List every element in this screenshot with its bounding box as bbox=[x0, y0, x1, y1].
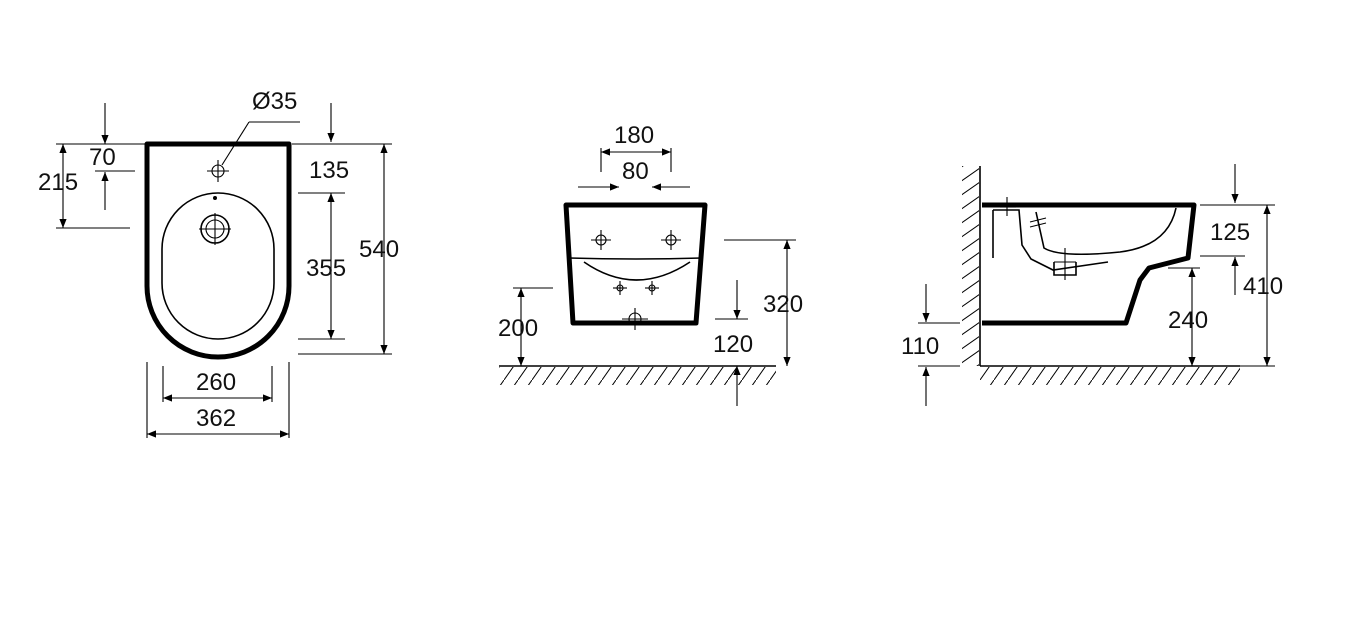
side-view-outline bbox=[982, 202, 1197, 326]
dim-355: 355 bbox=[306, 255, 346, 282]
top-view-outline bbox=[144, 141, 292, 360]
fixing-hole-right bbox=[661, 230, 681, 250]
dim-362: 362 bbox=[196, 405, 236, 432]
top-view-bowl bbox=[161, 192, 275, 340]
dim-240: 240 bbox=[1168, 307, 1208, 334]
dim-180: 180 bbox=[614, 122, 654, 149]
dim-120: 120 bbox=[713, 331, 753, 358]
dim-200: 200 bbox=[498, 315, 538, 342]
dim-215: 215 bbox=[38, 169, 78, 196]
rear-view-outline bbox=[563, 202, 708, 326]
side-view: 125 410 240 110 bbox=[901, 164, 1283, 406]
dim-hole-diameter: Ø35 bbox=[252, 88, 297, 115]
dim-110: 110 bbox=[901, 333, 939, 360]
top-view: Ø35 70 215 135 355 540 260 362 bbox=[38, 88, 399, 438]
dim-80: 80 bbox=[622, 158, 649, 185]
rear-view: 180 80 200 320 120 bbox=[498, 122, 803, 406]
side-view-wall-hatch bbox=[962, 166, 979, 366]
waste-hole bbox=[622, 308, 648, 330]
rear-view-floor-hatch bbox=[499, 367, 776, 385]
fixing-hole-left bbox=[591, 230, 611, 250]
dim-540: 540 bbox=[359, 236, 399, 263]
side-view-floor-hatch bbox=[980, 367, 1240, 385]
supply-hole-left bbox=[613, 281, 627, 295]
tap-hole bbox=[207, 160, 229, 182]
supply-hole-right bbox=[645, 281, 659, 295]
dim-135: 135 bbox=[309, 157, 349, 184]
dim-125: 125 bbox=[1210, 219, 1250, 246]
dim-260: 260 bbox=[196, 369, 236, 396]
dim-410: 410 bbox=[1243, 273, 1283, 300]
drain-hole bbox=[199, 196, 231, 245]
dim-320: 320 bbox=[763, 291, 803, 318]
dim-70: 70 bbox=[89, 144, 116, 171]
